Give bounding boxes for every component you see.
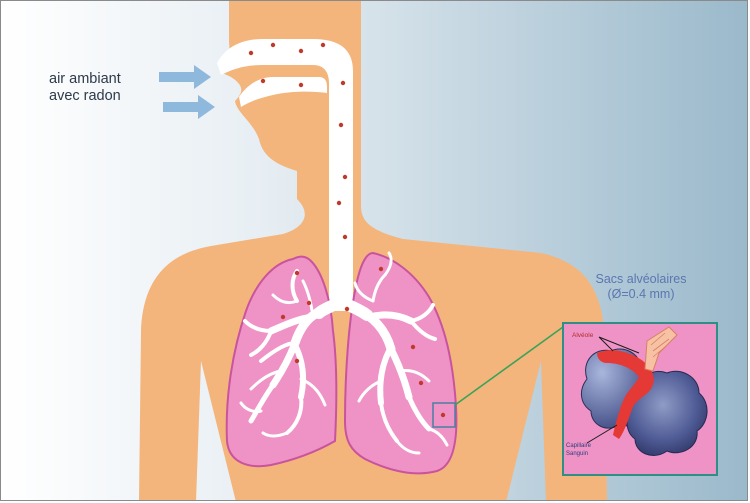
capillaire-label-line2: Sanguin <box>566 450 591 458</box>
radon-dot <box>343 175 347 179</box>
radon-dot <box>295 359 299 363</box>
inset-title-line1: Sacs alvéolaires <box>567 272 715 287</box>
radon-dot <box>343 235 347 239</box>
radon-dot <box>411 345 415 349</box>
radon-dot <box>345 307 349 311</box>
air-intake-label-line1: air ambiant <box>49 71 121 88</box>
radon-dot <box>271 43 275 47</box>
radon-dot <box>339 123 343 127</box>
radon-dot <box>337 201 341 205</box>
radon-dot <box>321 43 325 47</box>
radon-dot <box>261 79 265 83</box>
radon-dot <box>299 49 303 53</box>
inset-title-line2: (Ø=0.4 mm) <box>567 287 715 302</box>
radon-dot <box>441 413 445 417</box>
radon-dot <box>249 51 253 55</box>
radon-dot <box>299 83 303 87</box>
radon-dot <box>419 381 423 385</box>
radon-dot <box>295 271 299 275</box>
radon-dot <box>341 81 345 85</box>
radon-dot <box>307 301 311 305</box>
air-intake-label-line2: avec radon <box>49 88 121 105</box>
alveole-label: Alvéole <box>572 332 593 339</box>
inset-title: Sacs alvéolaires (Ø=0.4 mm) <box>567 272 715 302</box>
radon-dot <box>281 315 285 319</box>
capillaire-label-line1: Capillaire <box>566 442 591 450</box>
air-intake-label: air ambiant avec radon <box>49 71 121 105</box>
radon-dot <box>379 267 383 271</box>
capillaire-label: Capillaire Sanguin <box>566 442 591 458</box>
